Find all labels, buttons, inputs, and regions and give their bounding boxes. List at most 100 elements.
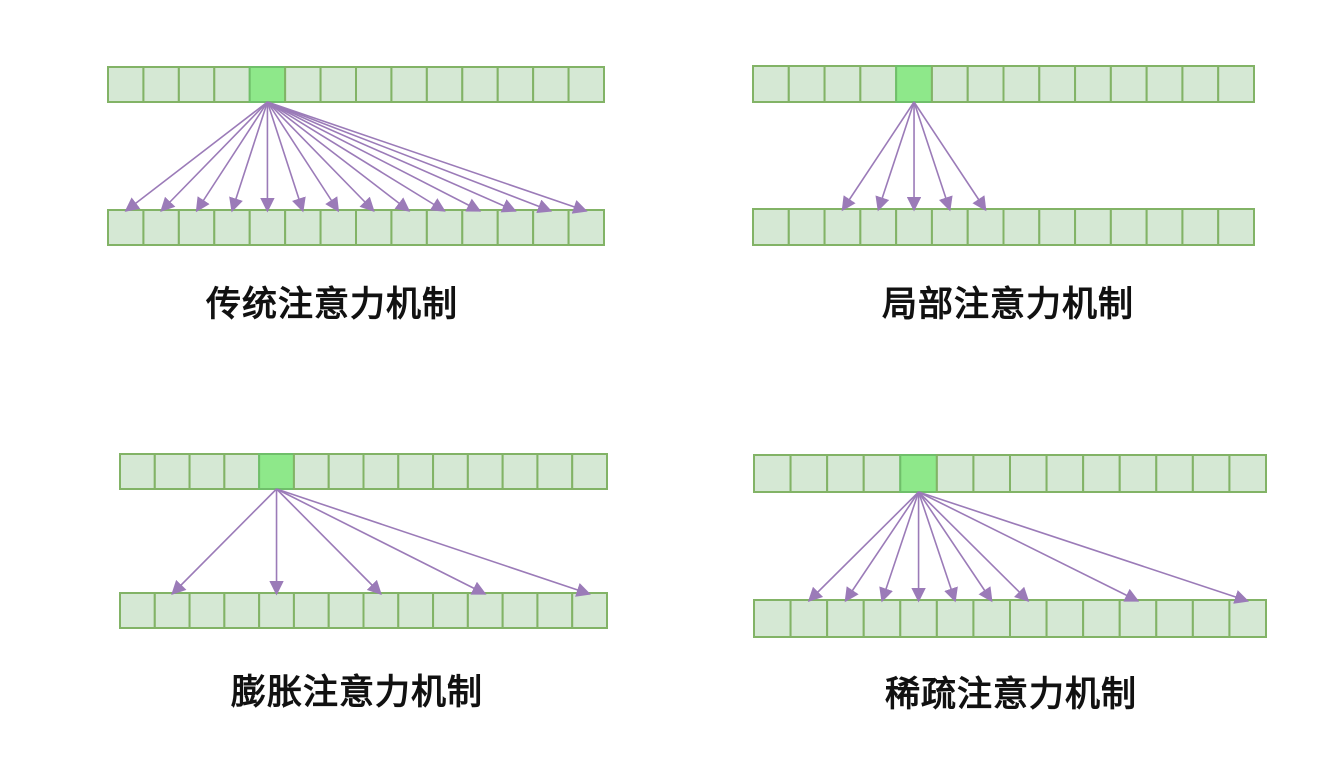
attention-arrow [267,101,517,213]
attention-arrow [266,101,306,213]
token-cell [1109,208,1148,246]
token-cell [362,592,400,629]
token-cell [107,66,145,103]
attention-arrow [266,101,340,213]
attention-arrow [266,101,411,212]
token-cell [1145,208,1184,246]
token-cell [789,454,829,493]
attention-arrows [807,491,1250,604]
token-cell [213,66,251,103]
query-row [107,66,605,103]
token-cell [571,453,609,490]
token-cell [930,65,969,103]
token-cell [1074,208,1112,246]
attention-arrows [171,488,591,597]
token-cell [461,209,499,246]
query-token-cell [895,65,933,103]
token-cell [258,592,295,629]
token-cell [787,65,826,103]
key-row [753,599,1268,638]
token-cell [142,66,180,103]
token-cell [1145,65,1184,103]
token-cell [397,453,435,490]
token-cell [213,209,251,246]
token-cell [972,599,1012,638]
token-cell [248,209,287,246]
token-cell [1074,65,1112,103]
token-cell [355,209,393,246]
attention-arrow [807,491,920,603]
token-cell [188,453,226,490]
attention-arrow [844,491,920,603]
attention-arrow [918,491,1030,603]
token-cell [1118,599,1158,638]
token-cell [362,453,400,490]
token-cell [119,453,156,490]
token-cell [862,454,902,493]
token-cell [496,66,535,103]
token-cell [862,599,902,638]
token-cell [177,66,216,103]
attention-arrow [841,101,915,212]
token-cell [1109,65,1148,103]
query-row [752,65,1255,103]
token-cell [859,208,898,246]
token-cell [425,66,464,103]
attention-arrow [160,101,269,213]
token-cell [1038,65,1077,103]
query-token-cell [258,453,295,490]
token-cell [292,453,330,490]
token-cell [188,592,226,629]
attention-arrows [841,101,987,212]
query-token-cell [899,454,938,493]
token-cell [1217,65,1255,103]
key-row [119,592,609,629]
attention-arrow [267,101,588,214]
token-cell [466,453,504,490]
token-cell [1002,208,1041,246]
token-cell [895,208,933,246]
token-cell [501,592,539,629]
attention-arrow [276,488,487,595]
token-cell [284,66,322,103]
key-row [752,208,1255,246]
caption-dilated: 膨胀注意力机制 [230,673,484,713]
attention-arrow [275,488,382,596]
token-cell [859,65,898,103]
token-cell [899,599,938,638]
token-cell [1155,454,1194,493]
token-cell [935,599,975,638]
token-cell [390,66,428,103]
token-cell [567,66,605,103]
caption-traditional: 传统注意力机制 [205,285,459,325]
token-cell [966,65,1005,103]
token-cell [536,453,574,490]
token-cell [142,209,180,246]
panel-dilated [119,453,609,629]
panel-traditional [107,66,605,246]
attention-arrow [879,491,920,603]
attention-arrow [917,491,958,603]
token-cell [355,66,393,103]
token-cell [1191,599,1231,638]
token-cell [223,592,261,629]
token-cell [536,592,574,629]
token-cell [153,453,191,490]
token-cell [153,592,191,629]
token-cell [823,65,862,103]
caption-local: 局部注意力机制 [881,285,1135,325]
token-cell [390,209,428,246]
token-cell [461,66,499,103]
token-cell [501,453,539,490]
token-cell [1009,599,1048,638]
token-cell [752,208,790,246]
attention-arrow [267,101,446,212]
token-cell [1045,454,1085,493]
panel-local [752,65,1255,246]
attention-arrow [913,101,987,212]
token-cell [571,592,609,629]
token-cell [1082,599,1121,638]
token-cell [1181,65,1220,103]
token-cell [327,453,365,490]
attention-arrow [918,491,1250,604]
